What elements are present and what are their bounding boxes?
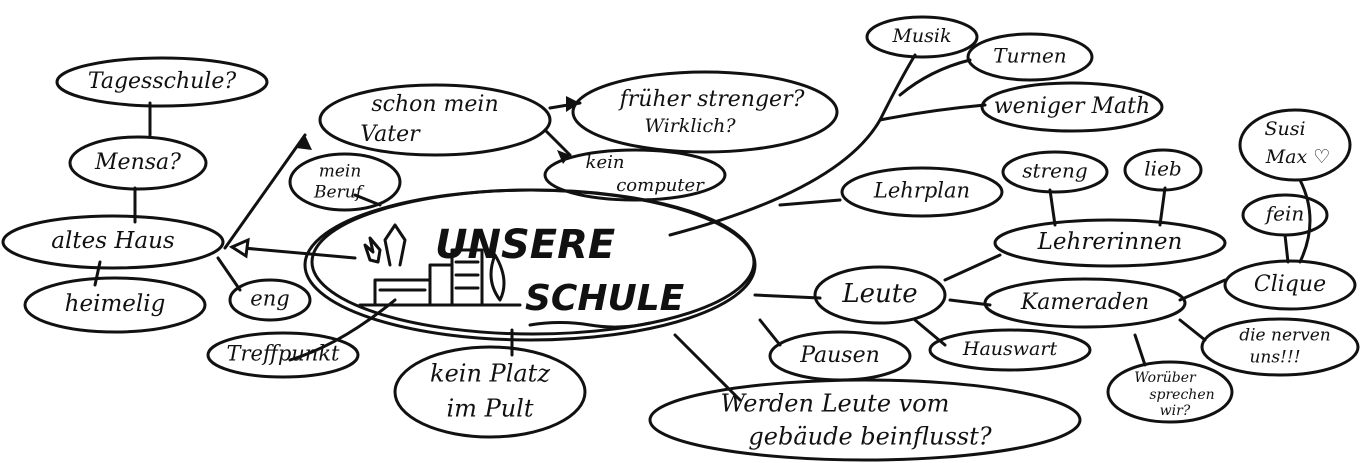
- node-turnen-label: Turnen: [993, 44, 1066, 68]
- node-vater-line2: Vater: [360, 122, 421, 147]
- center-title-line1: UNSERE: [435, 222, 615, 268]
- node-kein-platz-line1: kein Platz: [430, 360, 550, 388]
- node-kein-platz-line2: im Pult: [447, 395, 534, 423]
- school-building-icon: [358, 223, 522, 307]
- node-die-nerven: die nerven uns!!!: [1200, 317, 1360, 377]
- node-clique-label: Clique: [1254, 272, 1326, 297]
- node-treffpunkt: Treffpunkt: [206, 331, 360, 379]
- center-title-line2: SCHULE: [525, 278, 685, 319]
- node-pausen: Pausen: [768, 330, 912, 382]
- node-worueber-line3: wir?: [1160, 403, 1191, 419]
- node-turnen: Turnen: [966, 32, 1094, 82]
- node-kein-computer-line2: computer: [616, 175, 705, 196]
- node-altes-haus-label: altes Haus: [51, 228, 175, 254]
- node-tagesschule-label: Tagesschule?: [88, 69, 236, 94]
- node-clique: Clique: [1223, 259, 1357, 311]
- node-kameraden-label: Kameraden: [1020, 290, 1149, 315]
- node-die-nerven-line1: die nerven: [1239, 326, 1331, 346]
- node-lehrplan-label: Lehrplan: [873, 179, 970, 203]
- node-susi-max: Susi Max ♡: [1238, 108, 1352, 182]
- node-max-label: Max ♡: [1265, 146, 1331, 168]
- node-heimelig: heimelig: [23, 276, 207, 334]
- node-lieb: lieb: [1123, 148, 1203, 192]
- node-heimelig-label: heimelig: [65, 291, 166, 317]
- node-streng-label: streng: [1022, 159, 1087, 183]
- node-schon-mein-vater: schon mein Vater: [318, 83, 552, 157]
- connector-lines: [93, 53, 1312, 402]
- node-kein-platz: kein Platz im Pult: [393, 345, 587, 439]
- node-worueber-line2: sprechen: [1149, 387, 1214, 403]
- node-mein-beruf: mein Beruf: [288, 152, 402, 212]
- node-kameraden: Kameraden: [983, 277, 1187, 329]
- node-frueher-line2: Wirklich?: [644, 115, 736, 137]
- node-altes-haus: altes Haus: [1, 214, 225, 270]
- node-weniger-math: weniger Math: [980, 81, 1164, 133]
- node-kein-computer: kein computer: [543, 148, 727, 202]
- node-fein-label: fein: [1264, 202, 1305, 226]
- node-lehrerinnen-label: Lehrerinnen: [1037, 229, 1183, 255]
- node-frueher-strenger: früher strenger? Wirklich?: [571, 70, 839, 154]
- node-treffpunkt-label: Treffpunkt: [226, 342, 340, 366]
- node-musik: Musik: [865, 15, 979, 59]
- node-mensa-label: Mensa?: [94, 150, 181, 175]
- node-worueber-line1: Worüber: [1134, 370, 1197, 386]
- node-werden-leute: Werden Leute vom gebäude beinflusst?: [648, 378, 1082, 462]
- node-mein-beruf-line2: Beruf: [313, 183, 365, 203]
- node-mein-beruf-line1: mein: [319, 162, 362, 182]
- node-tagesschule: Tagesschule?: [55, 56, 269, 108]
- node-werden-leute-line2: gebäude beinflusst?: [748, 423, 991, 451]
- node-vater-line1: schon mein: [371, 92, 498, 117]
- node-eng-label: eng: [250, 287, 289, 311]
- node-kein-computer-line1: kein: [586, 152, 625, 173]
- node-streng: streng: [1001, 150, 1109, 194]
- arrow-heads: [228, 96, 580, 259]
- node-lehrerinnen: Lehrerinnen: [993, 218, 1227, 268]
- node-werden-leute-line1: Werden Leute vom: [721, 390, 950, 418]
- node-fein: fein: [1241, 193, 1329, 237]
- center-node: UNSERE SCHULE: [303, 188, 757, 342]
- node-mensa: Mensa?: [68, 135, 208, 191]
- node-weniger-math-label: weniger Math: [994, 94, 1150, 119]
- node-leute: Leute: [813, 265, 947, 325]
- node-die-nerven-line2: uns!!!: [1249, 348, 1300, 368]
- node-lieb-label: lieb: [1144, 157, 1181, 181]
- node-musik-label: Musik: [891, 25, 951, 47]
- node-eng: eng: [228, 278, 312, 322]
- node-susi-label: Susi: [1264, 118, 1305, 140]
- node-leute-label: Leute: [841, 279, 917, 309]
- node-worueber: Worüber sprechen wir?: [1106, 360, 1234, 424]
- node-frueher-line1: früher strenger?: [618, 87, 805, 112]
- node-lehrplan: Lehrplan: [840, 166, 1004, 218]
- node-hauswart-label: Hauswart: [962, 338, 1058, 360]
- node-hauswart: Hauswart: [928, 328, 1092, 372]
- node-pausen-label: Pausen: [799, 343, 880, 368]
